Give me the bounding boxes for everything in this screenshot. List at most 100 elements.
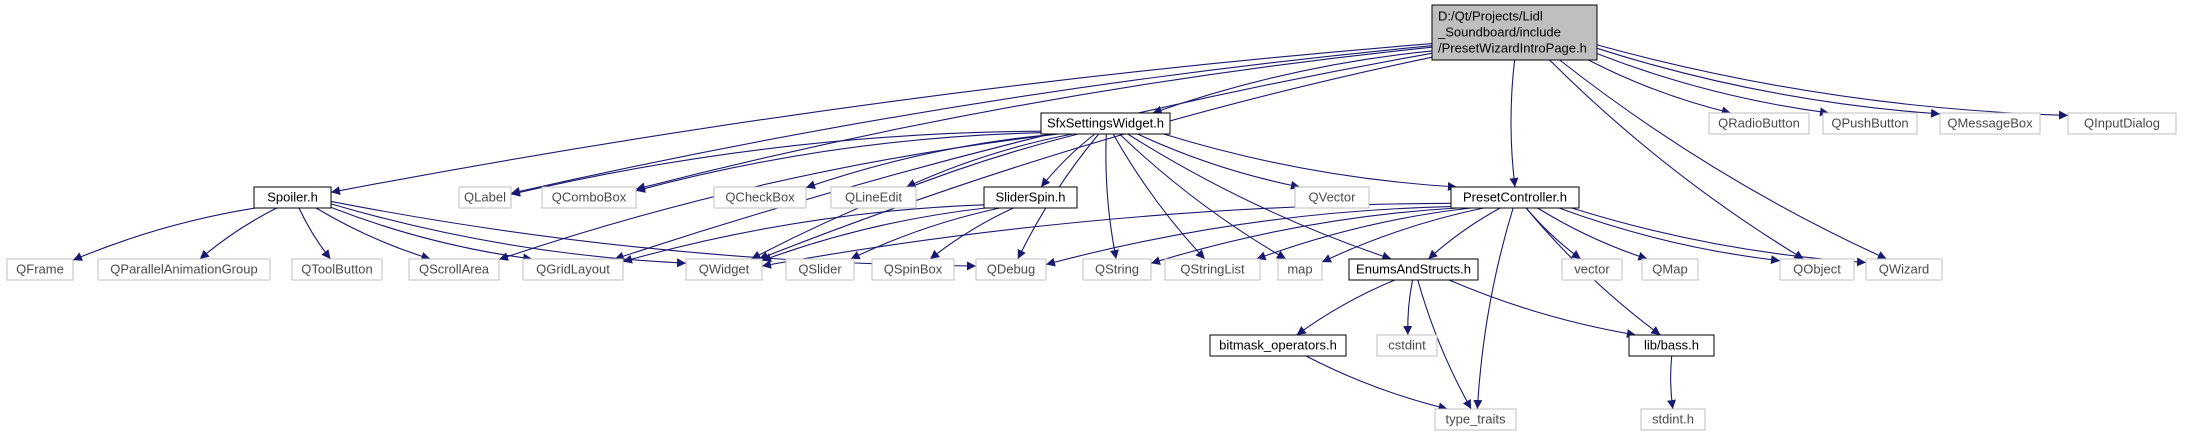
edge-preset-to-map: [1321, 207, 1484, 263]
node-qinput-label-0: QInputDialog: [2084, 116, 2160, 131]
edge-enums-to-bass: [1448, 279, 1636, 338]
node-stdint-box: [1640, 408, 1706, 431]
node-preset-label-0: PresetController.h: [1463, 190, 1567, 205]
edge-root-to-qlabel: [510, 45, 1433, 196]
node-qspin-box: [871, 258, 955, 281]
node-sliderspin[interactable]: SliderSpin.h: [983, 186, 1078, 209]
node-sliderspin-label-0: SliderSpin.h: [995, 190, 1065, 205]
node-qmsg-label-0: QMessageBox: [1947, 116, 2033, 131]
node-qlabel-label-0: QLabel: [464, 190, 506, 205]
node-qslider-label-0: QSlider: [798, 262, 842, 277]
node-spoiler[interactable]: Spoiler.h: [253, 186, 332, 209]
node-qpag-label-0: QParallelAnimationGroup: [110, 262, 257, 277]
node-vector-label-0: vector: [1574, 262, 1610, 277]
node-sliderspin-box: [983, 186, 1078, 209]
node-qpag: QParallelAnimationGroup: [97, 258, 271, 281]
node-enums[interactable]: EnumsAndStructs.h: [1348, 258, 1479, 281]
node-vector-box: [1561, 258, 1623, 281]
edge-spoiler-to-qframe: [72, 207, 256, 261]
node-qvector-box: [1294, 186, 1370, 209]
edge-spoiler-to-qtool: [298, 207, 331, 260]
edge-root-to-qgrid: [614, 52, 1433, 261]
node-qvector-label-0: QVector: [1309, 190, 1357, 205]
edge-bitmask-to-typetraits: [1305, 355, 1448, 412]
node-root[interactable]: D:/Qt/Projects/Lidl_Soundboard/include/P…: [1431, 4, 1598, 61]
node-qpag-box: [97, 258, 271, 281]
node-qstring: QString: [1082, 258, 1152, 281]
edge-bass-to-stdint: [1667, 355, 1677, 410]
edge-spoiler-to-qpag: [199, 207, 277, 260]
node-bass[interactable]: lib/bass.h: [1628, 334, 1715, 357]
edges-layer: [72, 43, 2069, 412]
edge-preset-to-qdebug: [1045, 206, 1452, 267]
node-qframe: QFrame: [6, 258, 74, 281]
edge-sliderspin-to-qgrid: [622, 204, 985, 264]
node-qcheck-label-0: QCheckBox: [725, 190, 795, 205]
node-qdebug-box: [975, 258, 1047, 281]
node-qtool-box: [291, 258, 383, 281]
node-qgrid-box: [522, 258, 624, 281]
edge-spoiler-to-qgrid: [330, 206, 533, 263]
node-root-box: [1431, 4, 1598, 61]
node-qpush: QPushButton: [1822, 112, 1918, 135]
edge-preset-to-qmap: [1537, 207, 1648, 261]
node-qlabel-box: [458, 186, 512, 209]
edge-sfx-to-preset: [1163, 133, 1457, 191]
node-qwizard-label-0: QWizard: [1879, 262, 1930, 277]
node-qpush-box: [1822, 112, 1918, 135]
node-qcombo: QComboBox: [541, 186, 637, 209]
node-qtool-label-0: QToolButton: [301, 262, 373, 277]
node-qcheck: QCheckBox: [713, 186, 807, 209]
node-root-label-0: D:/Qt/Projects/Lidl: [1438, 9, 1543, 24]
node-qradio: QRadioButton: [1708, 112, 1810, 135]
node-map-label-0: map: [1287, 262, 1312, 277]
edge-sfx-to-qvector: [1137, 133, 1301, 190]
node-cstdint: cstdint: [1376, 334, 1438, 357]
edge-root-to-qradio: [1588, 59, 1731, 116]
node-qscroll-label-0: QScrollArea: [419, 262, 490, 277]
edge-root-to-qmsg: [1596, 47, 1941, 118]
node-qcombo-label-0: QComboBox: [552, 190, 627, 205]
node-vector: vector: [1561, 258, 1623, 281]
edge-spoiler-to-qdebug: [330, 200, 977, 271]
node-qdebug: QDebug: [975, 258, 1047, 281]
node-qcheck-box: [713, 186, 807, 209]
node-qslider: QSlider: [785, 258, 855, 281]
edge-sfx-to-qlabel: [510, 130, 1042, 197]
node-spoiler-label-0: Spoiler.h: [267, 190, 318, 205]
node-cstdint-box: [1376, 334, 1438, 357]
node-sfx[interactable]: SfxSettingsWidget.h: [1040, 112, 1171, 135]
node-qline-box: [830, 186, 917, 209]
edge-sfx-to-enums: [1127, 133, 1392, 261]
node-qmap-box: [1641, 258, 1699, 281]
node-root-label-2: /PresetWizardIntroPage.h: [1438, 41, 1587, 56]
edge-root-to-qinput: [1596, 44, 2069, 120]
edge-enums-to-cstdint: [1403, 279, 1414, 336]
node-qline: QLineEdit: [830, 186, 917, 209]
node-qscroll-box: [408, 258, 500, 281]
node-bass-box: [1628, 334, 1715, 357]
node-qscroll: QScrollArea: [408, 258, 500, 281]
node-sfx-box: [1040, 112, 1171, 135]
edge-sfx-to-qstring: [1105, 133, 1119, 260]
edge-root-to-preset: [1509, 59, 1519, 188]
edge-enums-to-bitmask: [1296, 279, 1396, 336]
node-qobject: QObject: [1779, 258, 1855, 281]
node-qspin-label-0: QSpinBox: [884, 262, 943, 277]
node-bitmask[interactable]: bitmask_operators.h: [1209, 334, 1347, 357]
node-qslider-box: [785, 258, 855, 281]
node-preset[interactable]: PresetController.h: [1450, 186, 1580, 209]
node-qmap: QMap: [1641, 258, 1699, 281]
node-qwidget: QWidget: [685, 258, 763, 281]
node-enums-label-0: EnumsAndStructs.h: [1356, 262, 1471, 277]
node-qframe-box: [6, 258, 74, 281]
edge-sliderspin-to-qspin: [929, 207, 1014, 260]
nodes-layer: D:/Qt/Projects/Lidl_Soundboard/include/P…: [6, 4, 2177, 431]
node-qvector: QVector: [1294, 186, 1370, 209]
node-typetraits-label-0: type_traits: [1446, 412, 1506, 427]
edge-preset-to-qobject: [1558, 207, 1781, 265]
node-cstdint-label-0: cstdint: [1388, 338, 1426, 353]
node-qstringlist: QStringList: [1164, 258, 1261, 281]
node-qgrid: QGridLayout: [522, 258, 624, 281]
